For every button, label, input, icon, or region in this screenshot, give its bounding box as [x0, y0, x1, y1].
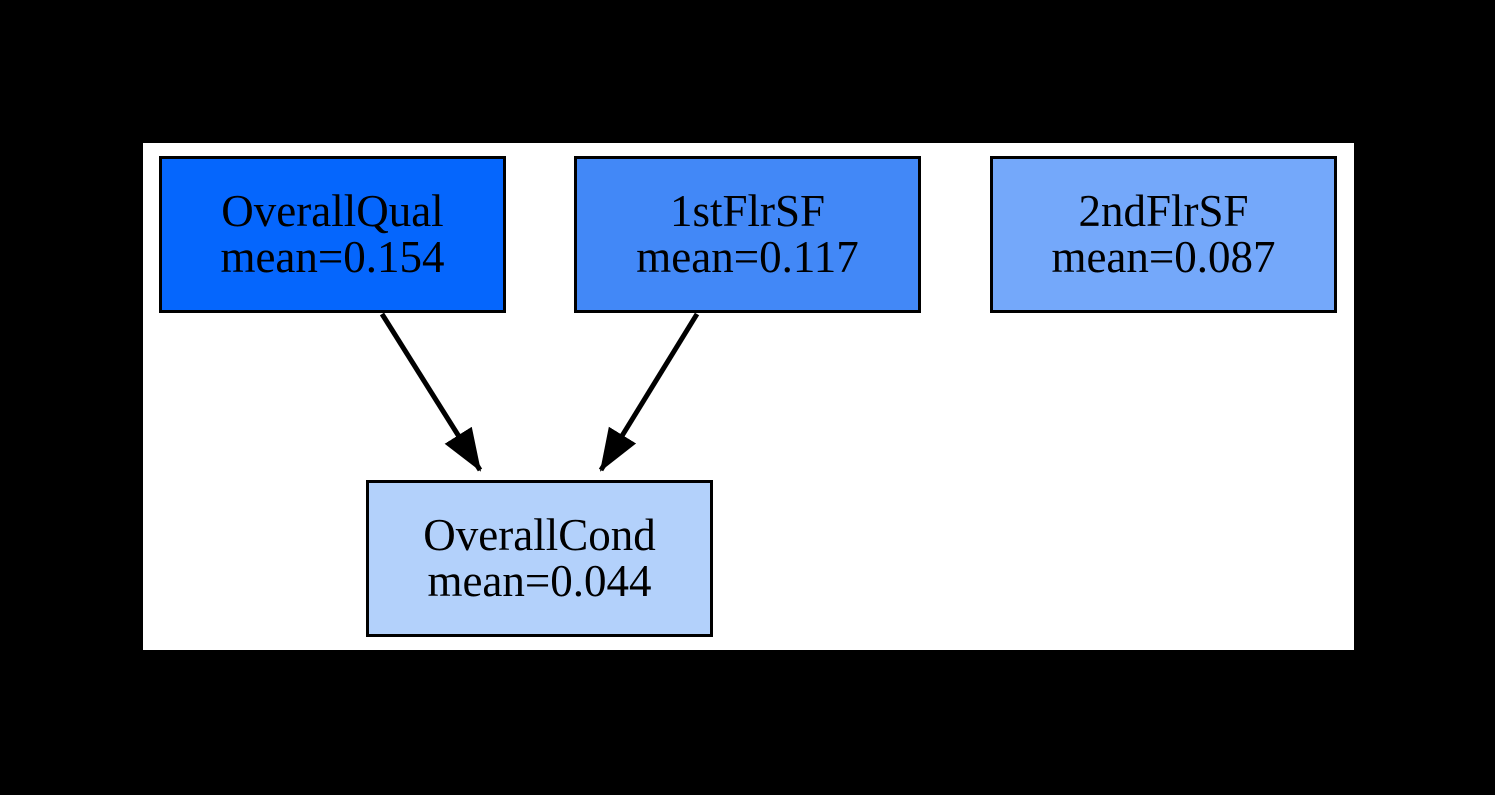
node-1stflrsf-stat: mean=0.117	[636, 231, 859, 282]
node-1stflrsf-label: 1stFlrSF	[669, 185, 826, 236]
node-1stflrsf[interactable]: 1stFlrSF mean=0.117	[574, 156, 921, 313]
node-overallqual[interactable]: OverallQual mean=0.154	[159, 156, 506, 313]
node-overallcond-stat: mean=0.044	[427, 555, 652, 606]
node-overallqual-label: OverallQual	[221, 185, 444, 236]
edge-overallqual-to-overallcond	[379, 312, 483, 472]
node-2ndflrsf[interactable]: 2ndFlrSF mean=0.087	[990, 156, 1337, 313]
node-overallqual-stat: mean=0.154	[220, 231, 445, 282]
diagram-canvas: OverallQual mean=0.154 1stFlrSF mean=0.1…	[143, 143, 1354, 650]
edge-1stflrsf-to-overallcond	[598, 312, 700, 472]
node-2ndflrsf-label: 2ndFlrSF	[1078, 185, 1249, 236]
node-overallcond-label: OverallCond	[423, 509, 656, 560]
node-overallcond[interactable]: OverallCond mean=0.044	[366, 480, 713, 637]
node-2ndflrsf-stat: mean=0.087	[1051, 231, 1276, 282]
